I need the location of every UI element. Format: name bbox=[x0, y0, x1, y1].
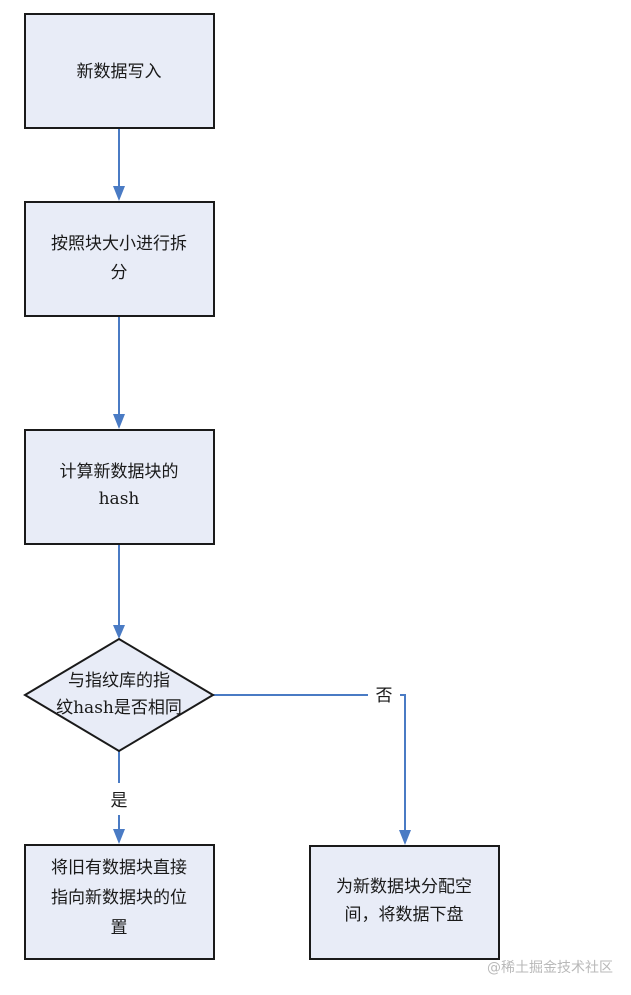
node-write-data-line-1: 新数据写入 bbox=[77, 62, 162, 82]
node-point-to-existing-line-1: 将旧有数据块直接 bbox=[51, 858, 187, 878]
node-point-to-existing-line-3: 置 bbox=[111, 918, 128, 938]
edge-compare-no bbox=[213, 694, 411, 845]
node-compare-hash: 与指纹库的指 纹hash是否相同 bbox=[23, 637, 215, 753]
edge-label-no: 否 bbox=[376, 686, 393, 706]
node-compute-hash-line-1: 计算新数据块的 bbox=[60, 462, 179, 482]
watermark: @稀土掘金技术社区 bbox=[487, 960, 613, 976]
node-split-blocks-line-2: 分 bbox=[111, 263, 128, 283]
node-split-blocks: 按照块大小进行拆 分 bbox=[24, 201, 215, 317]
edge-label-yes: 是 bbox=[111, 791, 128, 811]
node-point-to-existing-line-2: 指向新数据块的位 bbox=[51, 888, 187, 908]
edge-split-to-hash bbox=[113, 316, 125, 429]
edge-compare-yes bbox=[113, 751, 125, 844]
node-allocate-space-line-2: 间，将数据下盘 bbox=[345, 905, 464, 925]
node-compute-hash: 计算新数据块的 hash bbox=[24, 429, 215, 545]
node-allocate-space-line-1: 为新数据块分配空 bbox=[336, 877, 472, 897]
node-split-blocks-line-1: 按照块大小进行拆 bbox=[51, 234, 187, 254]
node-compare-hash-line-2: 纹hash是否相同 bbox=[56, 698, 182, 718]
edge-write-to-split bbox=[113, 128, 125, 201]
node-write-data: 新数据写入 bbox=[24, 13, 215, 129]
node-allocate-space: 为新数据块分配空 间，将数据下盘 bbox=[309, 845, 500, 960]
edge-hash-to-compare bbox=[113, 544, 125, 639]
node-compare-hash-line-1: 与指纹库的指 bbox=[68, 671, 170, 691]
node-compute-hash-line-2: hash bbox=[99, 489, 140, 509]
node-point-to-existing: 将旧有数据块直接 指向新数据块的位 置 bbox=[24, 844, 215, 960]
